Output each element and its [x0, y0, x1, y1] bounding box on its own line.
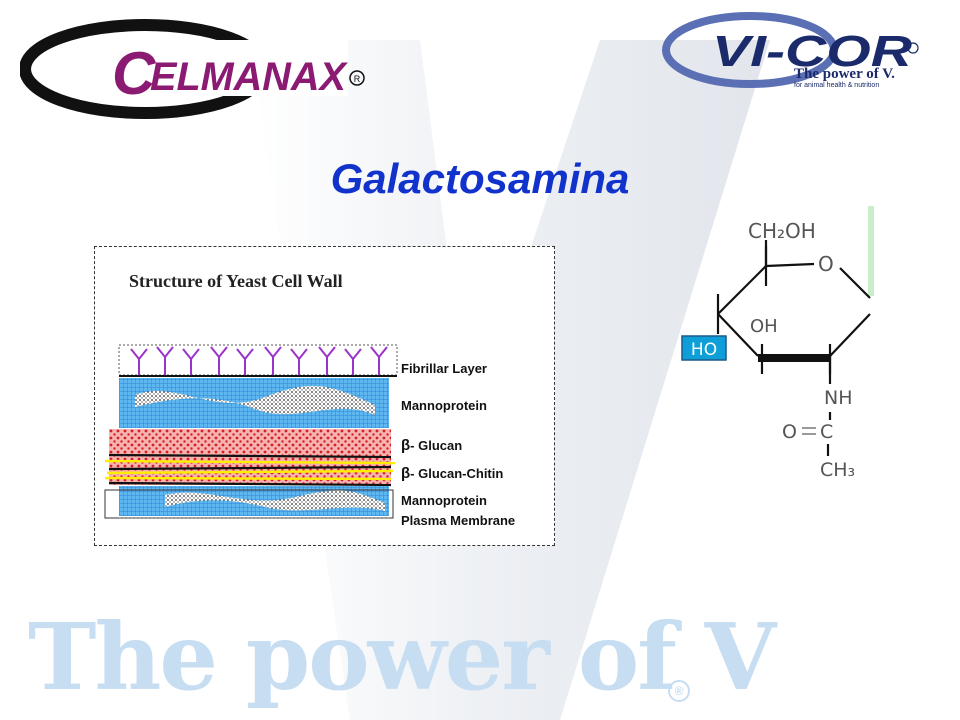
vicor-tagline: The power of V.	[794, 66, 895, 82]
molecule-ring-oxygen: O	[818, 252, 834, 276]
celmanax-logo-initial: C	[112, 40, 157, 107]
vicor-subline: for animal health & nutrition	[794, 82, 879, 89]
celmanax-logo-text: ELMANAX	[150, 55, 348, 99]
vicor-logo: VI-COR The power of V. for animal health…	[662, 6, 924, 102]
layer-label-mannoprotein: Mannoprotein	[401, 398, 487, 413]
layer-label-plasma-membrane: Plasma Membrane	[401, 513, 516, 528]
molecule-carbon: C	[820, 421, 833, 443]
molecule-ch2oh: CH₂OH	[748, 219, 816, 243]
layer-label-fibrillar: Fibrillar Layer	[401, 361, 487, 376]
svg-text:R: R	[354, 74, 361, 84]
molecule-carbonyl-oxygen: O	[782, 421, 797, 443]
molecule-ch3: CH₃	[820, 459, 855, 481]
molecule-ho-group: HO	[691, 340, 717, 360]
molecule-nh: NH	[824, 387, 853, 409]
footer-slogan: The power of V	[28, 603, 776, 711]
layer-label-glucan: β- Glucan	[401, 437, 463, 454]
slide-title: Galactosamina	[330, 155, 630, 202]
vicor-logo-text: VI-COR	[712, 27, 912, 76]
layer-label-glucan-chitin: β- Glucan-Chitin	[401, 465, 504, 482]
celmanax-logo: C ELMANAX R	[19, 18, 370, 120]
footer-registered-mark: ®	[668, 680, 690, 702]
layer-label-mannoprotein-inner: Mannoprotein	[401, 493, 487, 508]
cell-wall-illustration	[104, 344, 398, 519]
molecule-oh: OH	[750, 316, 778, 337]
yeast-cell-wall-diagram: Structure of Yeast Cell Wall	[94, 246, 555, 546]
diagram-title: Structure of Yeast Cell Wall	[129, 271, 343, 291]
galactosamine-structure: CH₂OH O OH HO NH O C CH₃	[678, 206, 878, 496]
